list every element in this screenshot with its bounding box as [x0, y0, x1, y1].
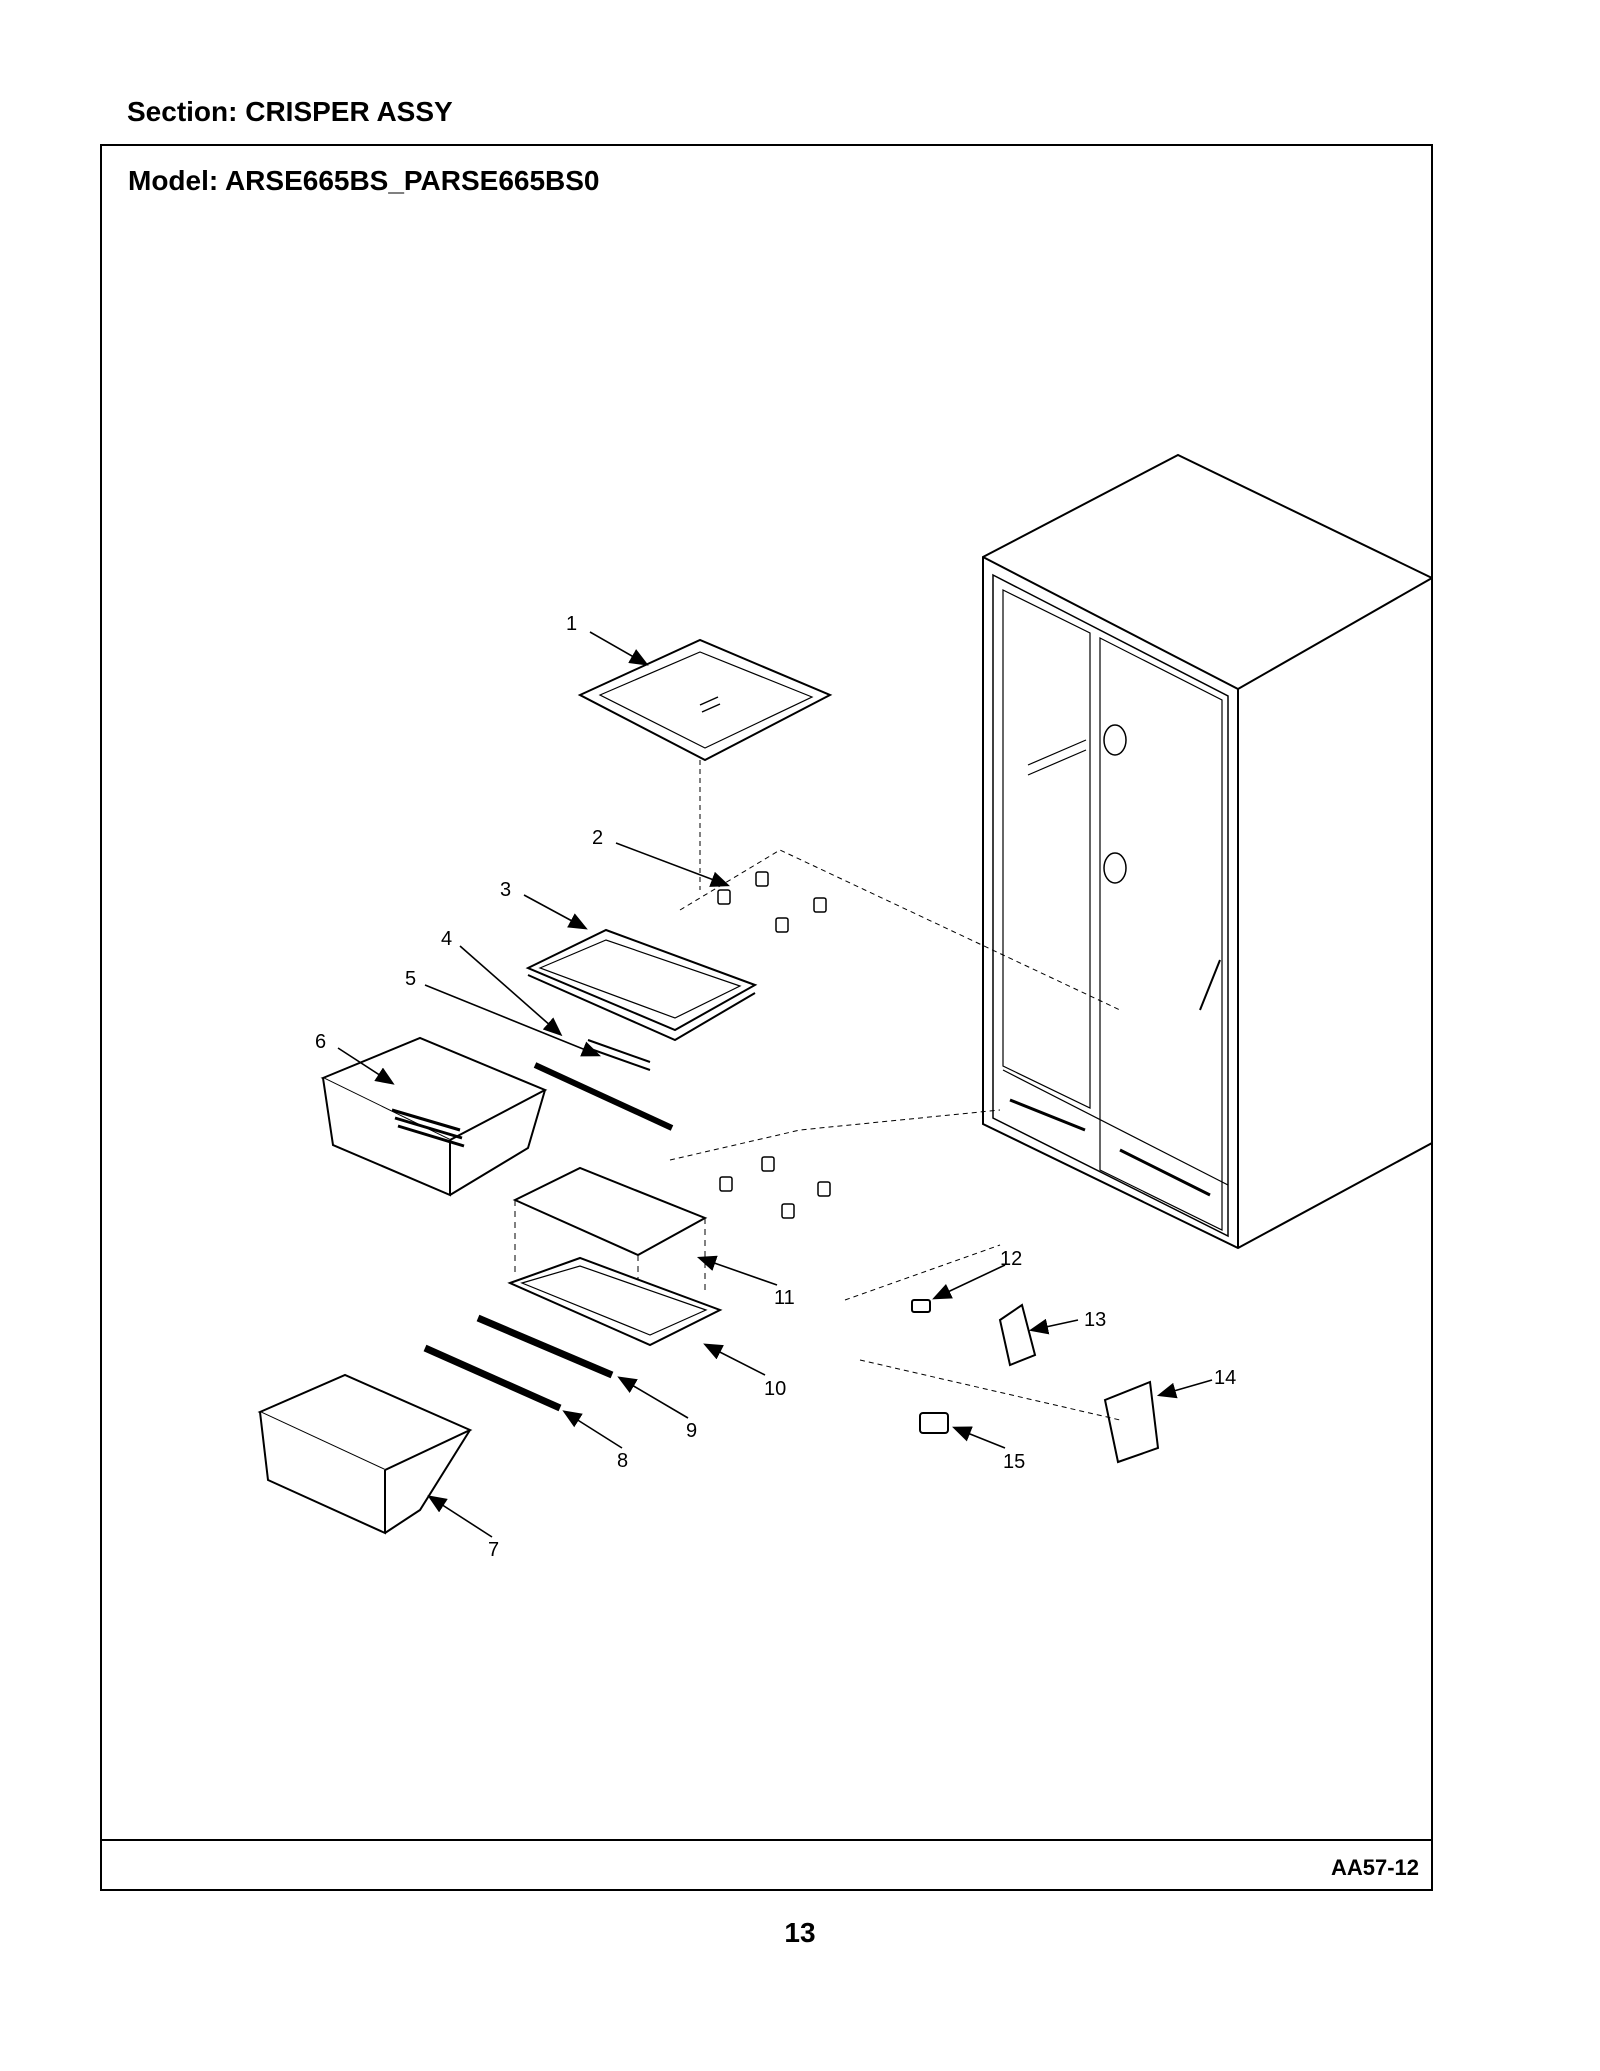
- callout-8: 8: [617, 1450, 628, 1472]
- part-7-lower-crisper-drawer: [257, 1373, 473, 1535]
- callout-6: 6: [315, 1031, 326, 1053]
- part-1-glass-shelf: [577, 638, 833, 762]
- callout-1: 1: [566, 613, 577, 635]
- callout-3: 3: [500, 879, 511, 901]
- part-8-and-9-trim: [423, 1314, 614, 1412]
- callout-labels: 1 2 3 4 5 6 7 8 9 10 11 12 13 14 15: [315, 613, 1236, 1561]
- refrigerator-cabinet: [982, 453, 1433, 1250]
- part-4-and-5-rails: [533, 1039, 674, 1131]
- callout-11: 11: [774, 1287, 795, 1309]
- callout-5: 5: [405, 968, 416, 990]
- footer-divider: [102, 1839, 1431, 1841]
- callout-arrows: [337, 631, 1213, 1538]
- callout-9: 9: [686, 1420, 697, 1442]
- part-6-upper-crisper-drawer: [320, 1036, 548, 1197]
- diagram-frame: Model: ARSE665BS_PARSE665BS0 AA57-12: [100, 144, 1433, 1891]
- part-12-to-15-brackets: [911, 1299, 1160, 1464]
- model-title: Model: ARSE665BS_PARSE665BS0: [128, 165, 600, 196]
- part-3-crisper-frame: [525, 928, 758, 1042]
- callout-13: 13: [1084, 1309, 1106, 1331]
- callout-12: 12: [1000, 1248, 1022, 1270]
- part-11-crisper-cover: [512, 1166, 708, 1325]
- callout-14: 14: [1214, 1367, 1236, 1389]
- section-title: Section: CRISPER ASSY: [127, 96, 453, 127]
- page-number: 13: [784, 1917, 816, 1948]
- diagram-code: AA57-12: [1330, 1855, 1419, 1880]
- part-10-lower-frame: [507, 1256, 723, 1347]
- callout-10: 10: [764, 1378, 786, 1400]
- alignment-lines: [669, 760, 1121, 1421]
- part-2-shelf-supports: [717, 871, 831, 1219]
- callout-4: 4: [441, 928, 452, 950]
- callout-7: 7: [488, 1539, 499, 1561]
- callout-2: 2: [592, 827, 603, 849]
- callout-15: 15: [1003, 1451, 1025, 1473]
